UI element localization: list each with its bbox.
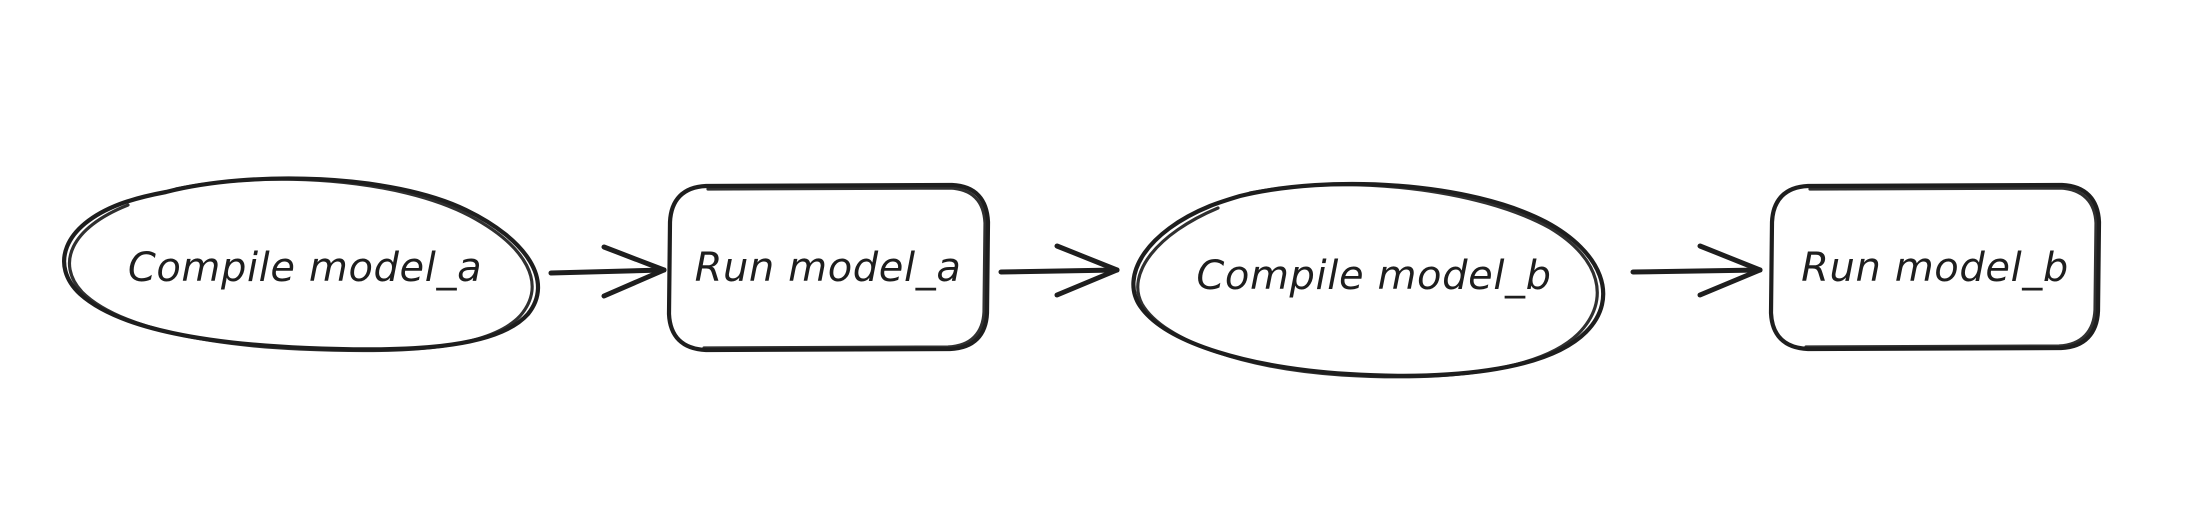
node-run-model-b[interactable]	[1770, 184, 2100, 348]
edge-compile-b-to-run-b[interactable]	[1630, 243, 1763, 298]
node-compile-model-a[interactable]	[65, 177, 545, 352]
node-run-model-a-shape[interactable]	[666, 182, 991, 353]
node-compile-model-b-shape[interactable]	[1131, 181, 1606, 379]
node-run-model-a[interactable]	[668, 184, 988, 350]
edge-run-a-to-compile-b[interactable]	[998, 243, 1120, 298]
node-compile-model-a-shape[interactable]	[62, 176, 540, 353]
node-run-model-b-shape[interactable]	[1768, 182, 2102, 352]
node-compile-model-b[interactable]	[1135, 176, 1614, 378]
edge-compile-a-to-run-a[interactable]	[548, 244, 667, 299]
